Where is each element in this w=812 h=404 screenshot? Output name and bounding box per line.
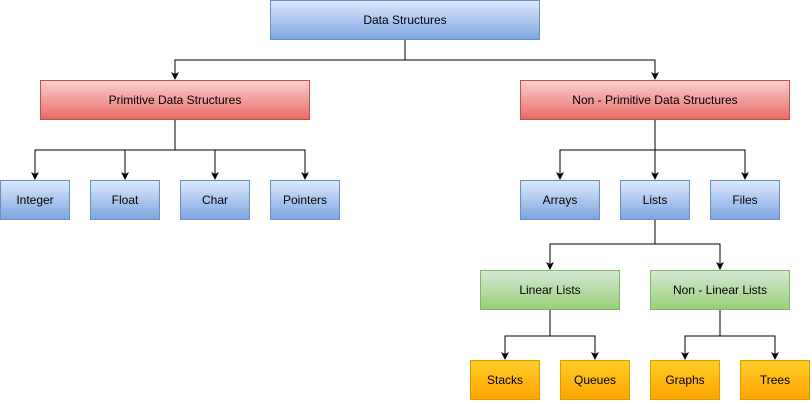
node-label: Primitive Data Structures [108,93,242,107]
node-label: Stacks [486,373,523,387]
node-label: Linear Lists [519,283,581,297]
connector-non-primitive-arrays [556,120,656,180]
node-linear-lists: Linear Lists [480,270,620,310]
node-label: Data Structures [363,13,447,27]
connector-lists-linear [546,220,656,270]
connector-primitive-integer [31,120,176,180]
node-label: Graphs [665,373,705,387]
node-integer: Integer [0,180,70,220]
node-label: Non - Primitive Data Structures [572,93,738,107]
connector-lists-non-linear [655,243,724,270]
node-label: Trees [759,373,791,387]
node-float: Float [90,180,160,220]
connector-non-linear-graphs [681,310,721,360]
node-stacks: Stacks [470,360,540,400]
node-primitive-data-structures: Primitive Data Structures [40,80,310,120]
node-lists: Lists [620,180,690,220]
connector-non-linear-trees [720,335,779,360]
node-data-structures: Data Structures [270,0,540,40]
node-char: Char [180,180,250,220]
connector-primitive-float [121,149,175,180]
node-label: Lists [642,193,668,207]
node-label: Files [732,193,758,207]
connector-non-primitive-files [655,149,749,180]
node-label: Integer [16,193,54,207]
node-label: Arrays [542,193,578,207]
node-label: Float [111,193,139,207]
node-non-primitive-data-structures: Non - Primitive Data Structures [520,80,790,120]
node-files: Files [710,180,780,220]
node-label: Char [201,193,228,207]
node-queues: Queues [560,360,630,400]
node-non-linear-lists: Non - Linear Lists [650,270,790,310]
connector-root-primitive [171,40,406,80]
connector-primitive-pointers [175,149,309,180]
node-label: Queues [573,373,617,387]
connector-linear-stacks [501,310,551,360]
connector-primitive-char [175,149,219,180]
node-arrays: Arrays [520,180,600,220]
connector-root-non-primitive [404,40,659,80]
connector-linear-queues [550,335,599,360]
node-label: Pointers [282,193,328,207]
node-label: Non - Linear Lists [672,283,768,297]
node-graphs: Graphs [650,360,720,400]
node-pointers: Pointers [270,180,340,220]
node-trees: Trees [740,360,810,400]
